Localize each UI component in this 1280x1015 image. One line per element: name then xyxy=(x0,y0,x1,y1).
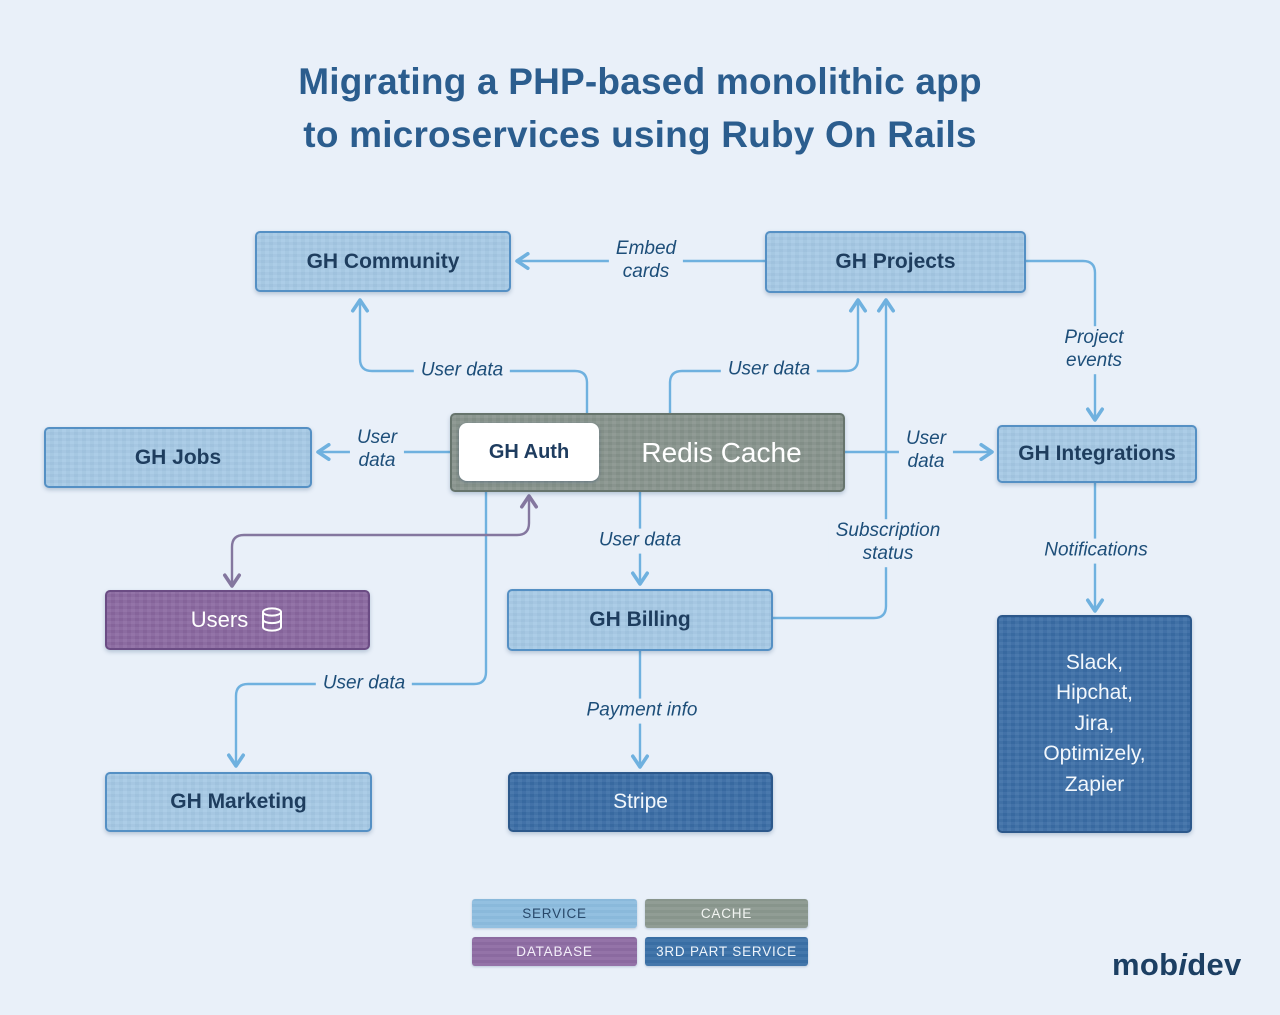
mobidev-logo: mobidev xyxy=(1112,947,1242,983)
database-icon xyxy=(262,607,283,632)
node-gh-billing: GH Billing xyxy=(507,589,773,651)
users-label: Users xyxy=(190,607,249,632)
edge-user-data-community xyxy=(351,298,589,413)
edge-label-subscription-status: Subscription status xyxy=(828,519,948,567)
edge-label-notifications: Notifications xyxy=(1037,538,1155,564)
edge-label-user-data-jobs: User data xyxy=(349,426,405,474)
edge-label-user-data-billing: User data xyxy=(591,528,689,554)
diagram-title: Migrating a PHP-based monolithic app to … xyxy=(298,61,982,155)
edge-label-embed-cards: Embed cards xyxy=(608,237,684,285)
edge-project-events xyxy=(1026,259,1104,422)
node-gh-integrations: GH Integrations xyxy=(997,425,1197,483)
node-redis-cache: Redis Cache xyxy=(450,413,845,492)
edge-label-user-data-marketing: User data xyxy=(315,671,413,697)
edge-label-project-events: Project events xyxy=(1057,326,1131,374)
edge-subscription-status xyxy=(773,298,895,620)
node-third-party-tools: Slack, Hipchat, Jira, Optimizely, Zapier xyxy=(997,615,1192,833)
logo-prefix: mob xyxy=(1112,947,1179,982)
logo-italic-i: i xyxy=(1178,947,1188,982)
legend-third-part-service: 3RD PART SERVICE xyxy=(645,937,808,966)
legend-database: DATABASE xyxy=(472,937,637,966)
legend-service: SERVICE xyxy=(472,899,637,928)
node-users-database: Users xyxy=(105,590,370,650)
node-stripe: Stripe xyxy=(508,772,773,832)
node-gh-projects: GH Projects xyxy=(765,231,1026,293)
node-gh-auth: GH Auth xyxy=(459,423,599,481)
edge-label-user-data-integrations: User data xyxy=(898,427,954,475)
legend-cache: CACHE xyxy=(645,899,808,928)
edge-user-data-projects xyxy=(668,298,867,413)
node-gh-marketing: GH Marketing xyxy=(105,772,372,832)
edge-label-payment-info: Payment info xyxy=(579,698,705,724)
logo-suffix: dev xyxy=(1187,947,1242,982)
edge-label-user-data-community: User data xyxy=(413,358,511,384)
node-gh-community: GH Community xyxy=(255,231,511,292)
edge-label-user-data-projects: User data xyxy=(720,357,818,383)
edge-auth-users xyxy=(223,494,538,588)
node-gh-jobs: GH Jobs xyxy=(44,427,312,488)
